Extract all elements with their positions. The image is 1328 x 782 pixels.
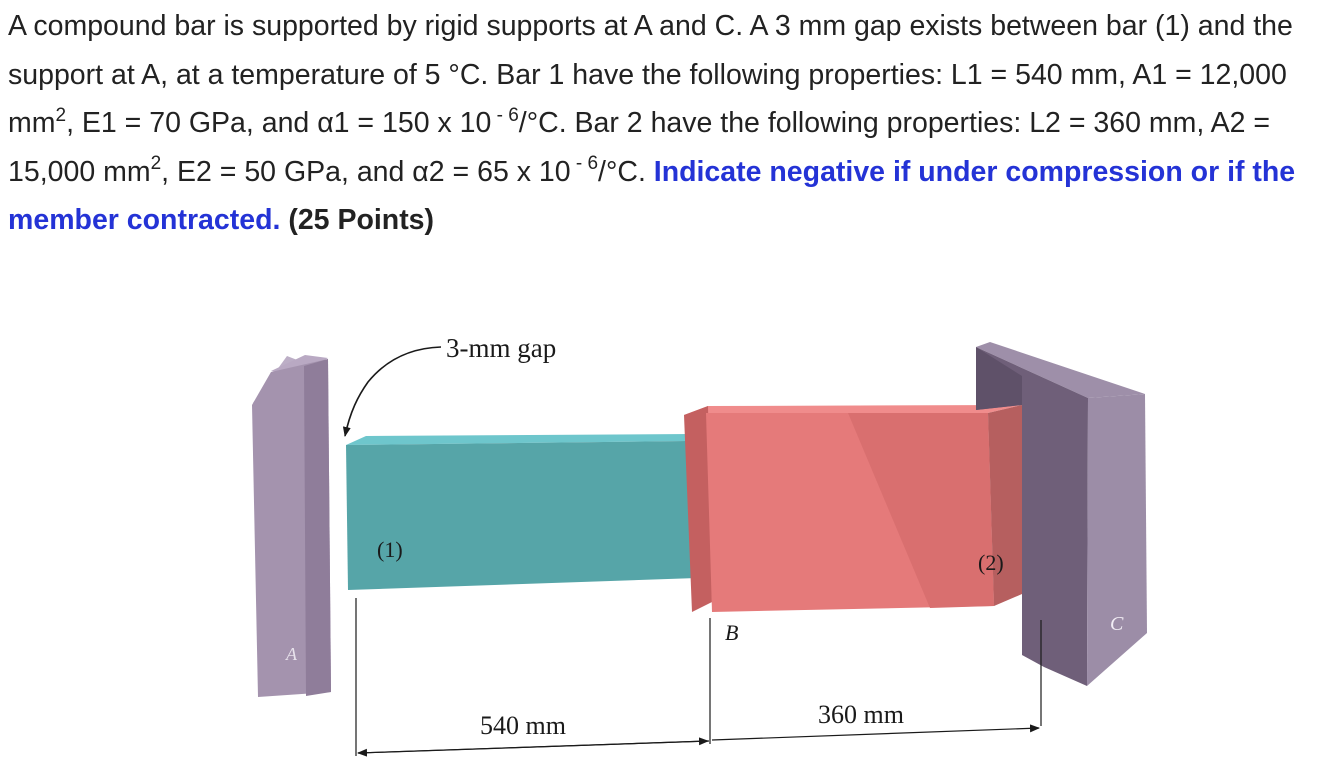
support-c-face — [976, 347, 1088, 686]
support-c-top — [976, 342, 1145, 398]
support-c-shade — [976, 347, 1022, 410]
support-a — [252, 355, 331, 697]
bar-2-end — [988, 405, 1022, 606]
bar-2-label: (2) — [978, 550, 1004, 575]
dimension-line-bar-2 — [711, 724, 1040, 741]
support-c-label: C — [1110, 613, 1124, 635]
points-label: (25 Points) — [280, 204, 435, 236]
bar-2-front-shade — [848, 413, 994, 608]
bar-2-top — [684, 405, 1022, 415]
superscript-1: 2 — [55, 104, 67, 126]
joint-b-label: B — [725, 620, 738, 645]
gap-leader-line — [342, 346, 442, 437]
dimension-line-bar-1-right — [357, 737, 709, 754]
support-a-label: A — [285, 644, 298, 664]
dimension-label-bar-1: 540 mm — [480, 711, 566, 740]
problem-text-3: /°C. Bar 2 have the following properties… — [8, 107, 1271, 188]
sign-convention-note: Indicate negative if under compression o… — [8, 155, 1296, 237]
problem-text-1: A compound bar is supported by rigid sup… — [8, 10, 1293, 139]
bar-1 — [346, 434, 708, 590]
gap-label: 3-mm gap — [446, 333, 556, 363]
superscript-4: - 6 — [570, 153, 599, 174]
bar-2 — [684, 405, 1022, 612]
problem-text-2: , E1 = 70 GPa, and α1 = 150 x 10 — [66, 107, 492, 139]
bar-1-label: (1) — [377, 537, 403, 562]
support-a-edge — [304, 359, 331, 696]
problem-statement: A compound bar is supported by rigid sup… — [8, 2, 1324, 245]
problem-text-5: /°C. — [598, 155, 654, 188]
support-c-side — [1087, 394, 1147, 686]
support-c — [976, 342, 1147, 686]
problem-text-4: , E2 = 50 GPa, and α2 = 65 x 10 — [161, 155, 571, 188]
dimension-label-bar-2: 360 mm — [818, 700, 904, 729]
superscript-2: - 6 — [491, 104, 519, 126]
superscript-3: 2 — [150, 153, 162, 174]
bar-1-top — [346, 434, 692, 445]
bar-2-left-face — [684, 406, 712, 612]
bar-1-front — [346, 441, 697, 590]
